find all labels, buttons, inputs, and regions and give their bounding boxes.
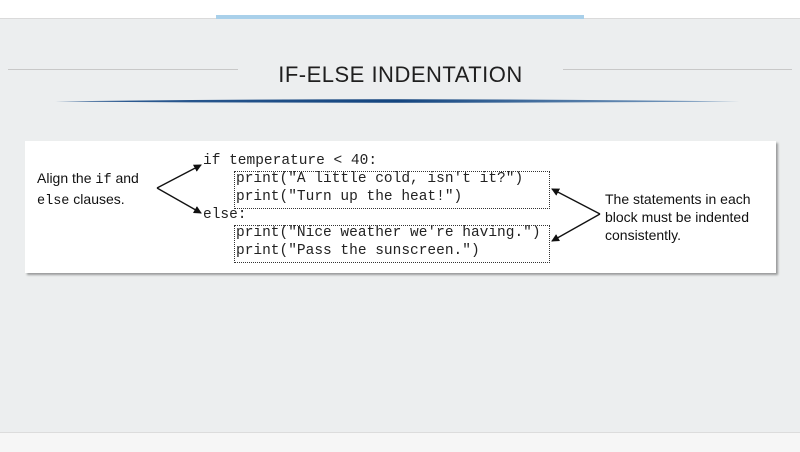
top-accent-bar — [216, 15, 584, 19]
title-rule-left — [8, 69, 238, 70]
arrow-to-if — [156, 164, 202, 189]
indent-note-line-2: block must be indented — [605, 209, 749, 225]
else-block-box — [234, 225, 550, 263]
arrow-to-if-block — [551, 188, 601, 215]
else-keyword: else — [37, 194, 70, 209]
arrow-to-else — [156, 187, 202, 214]
title-rule-right — [563, 69, 792, 70]
code-line-if: if temperature < 40: — [203, 153, 378, 169]
align-note-suffix: clauses. — [69, 191, 125, 207]
if-block-box — [234, 171, 550, 209]
indent-note-line-1: The statements in each — [605, 191, 751, 207]
slide-title: IF-ELSE INDENTATION — [278, 62, 523, 87]
if-keyword: if — [95, 173, 112, 188]
code-figure: if temperature < 40: print("A little col… — [25, 141, 776, 273]
bottom-edge — [0, 432, 800, 452]
indent-note: The statements in each block must be ind… — [605, 190, 751, 244]
indent-note-line-3: consistently. — [605, 227, 681, 243]
code-line-else-body-1: print("Nice weather we're having.") — [236, 225, 541, 241]
align-note: Align the if and else clauses. — [37, 169, 139, 211]
code-line-if-body-2: print("Turn up the heat!") — [236, 189, 463, 205]
arrow-to-else-block — [551, 213, 601, 242]
code-line-if-body-1: print("A little cold, isn't it?") — [236, 171, 524, 187]
align-note-prefix: Align the — [37, 170, 96, 186]
align-note-and: and — [111, 170, 139, 186]
code-line-else: else: — [203, 207, 247, 223]
code-line-else-body-2: print("Pass the sunscreen.") — [236, 243, 480, 259]
